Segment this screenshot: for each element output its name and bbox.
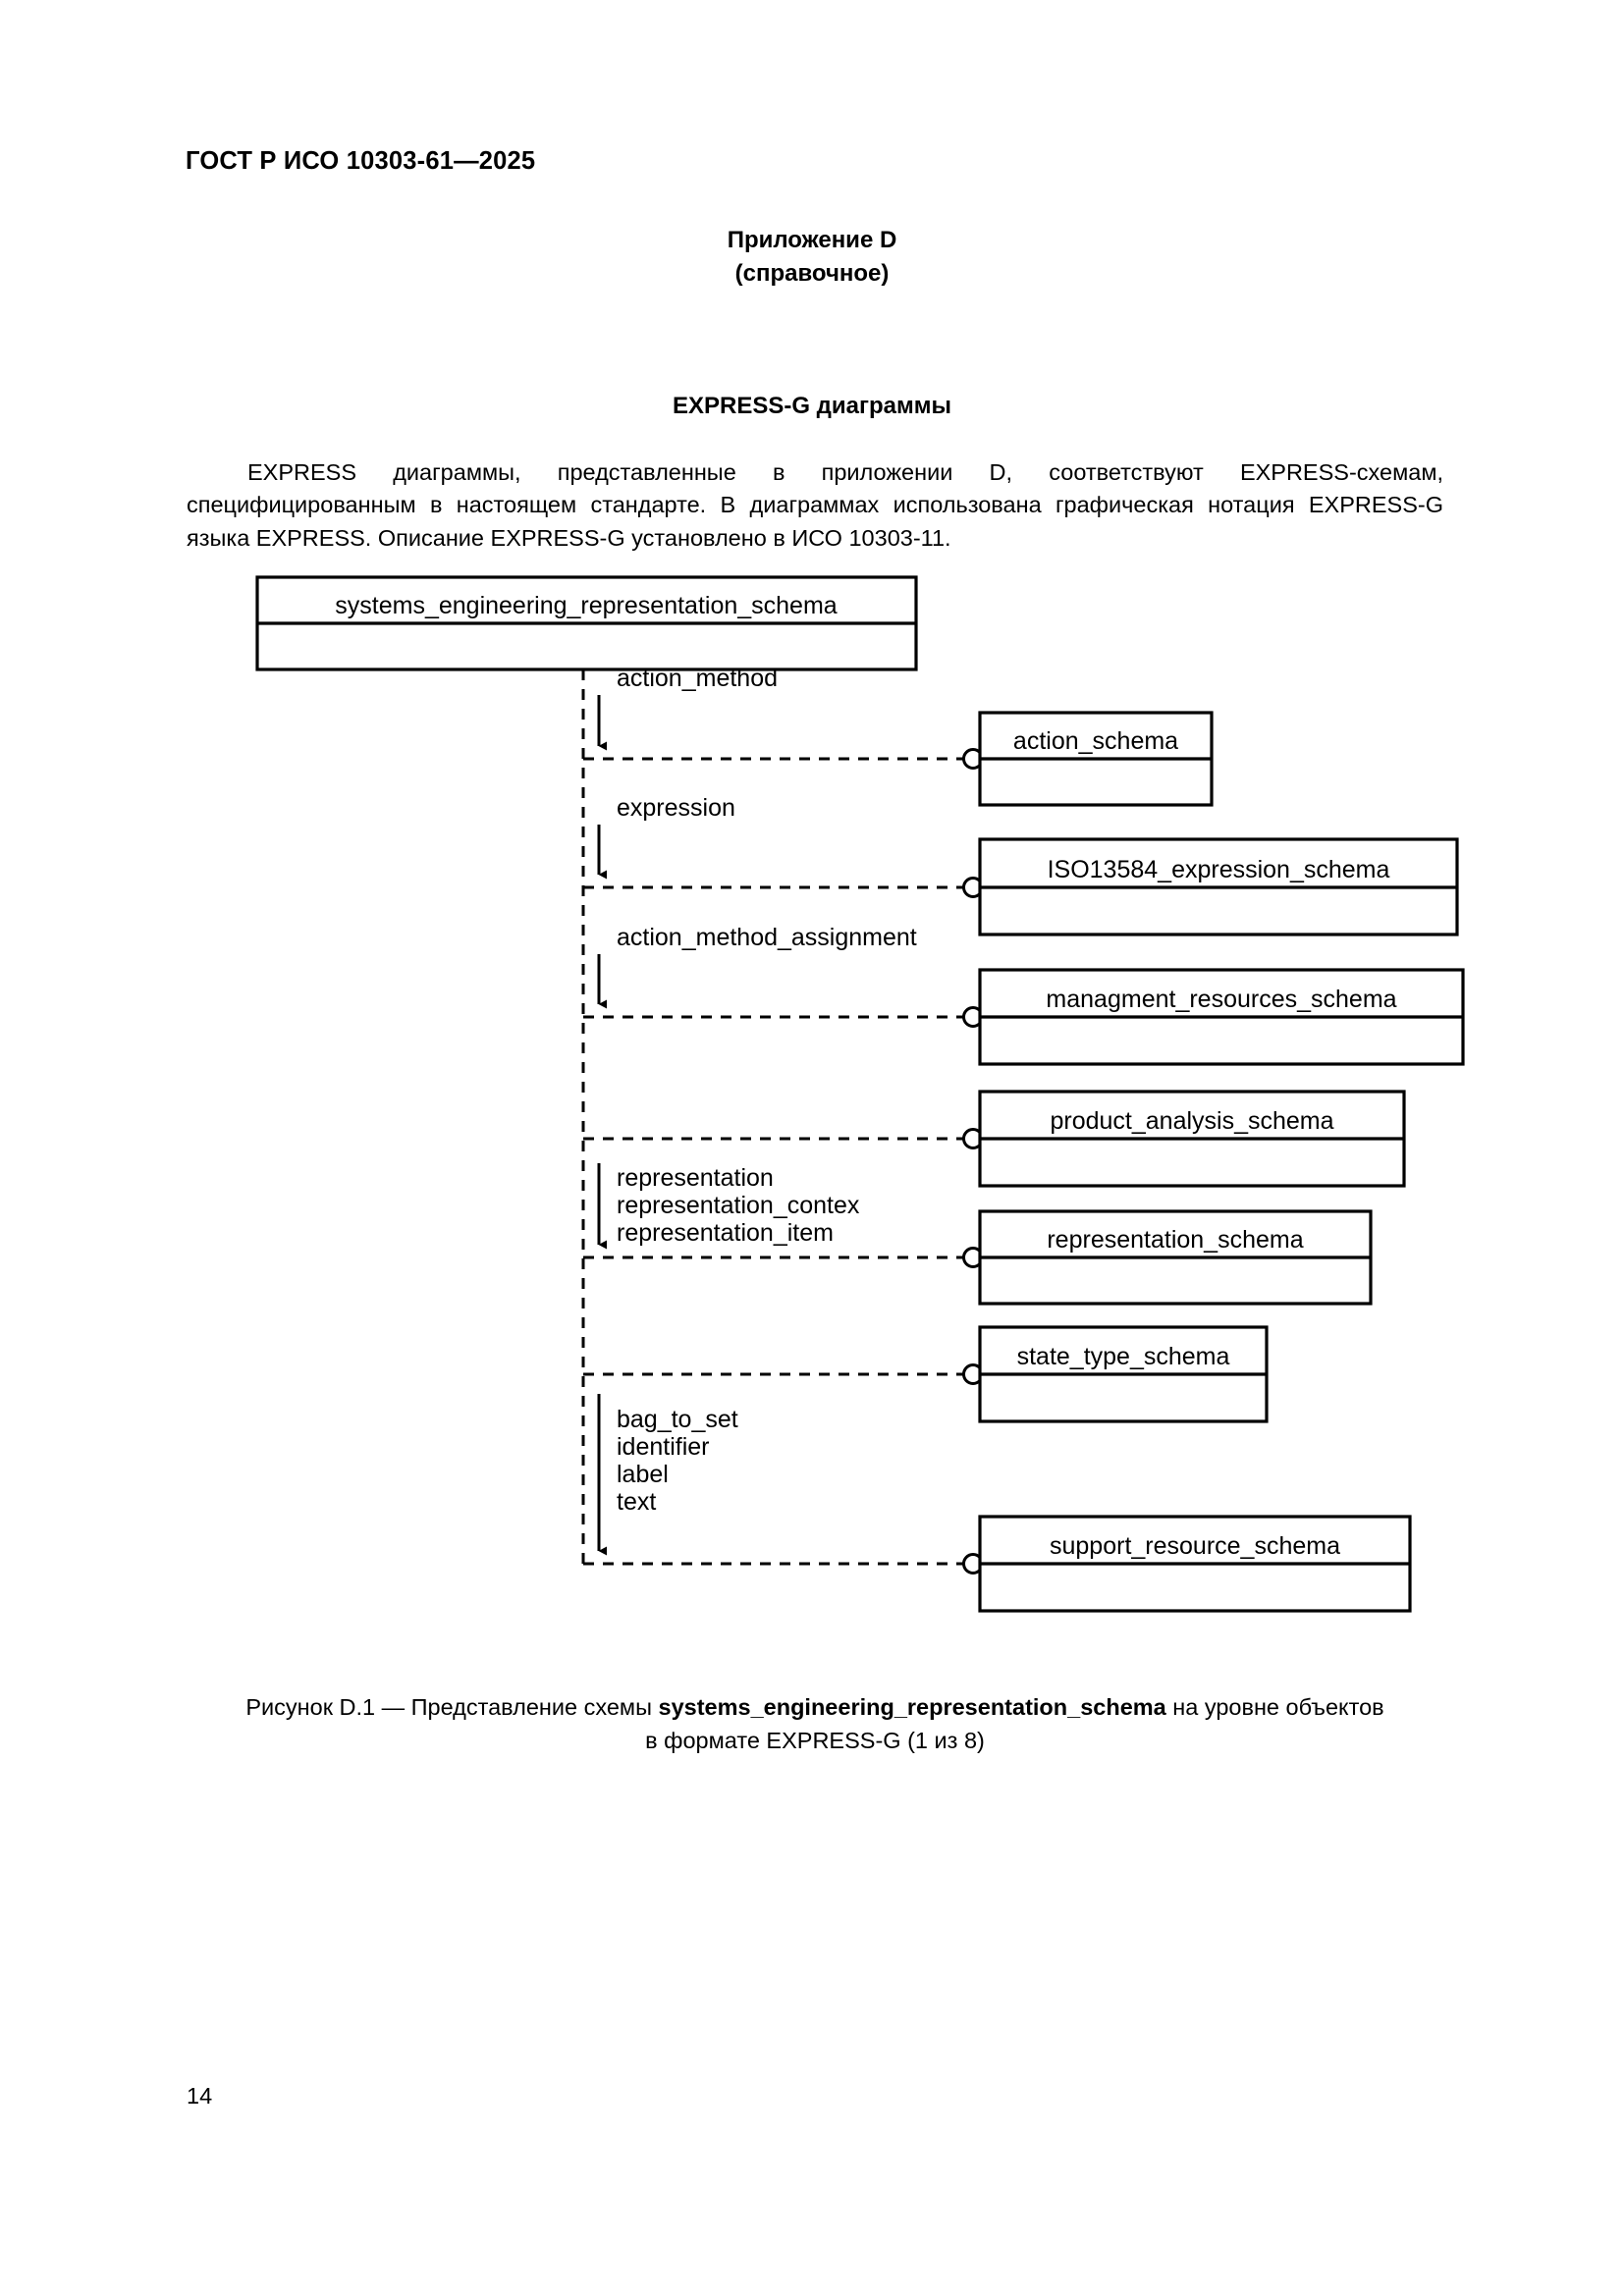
schema-box-outline [978, 711, 1214, 807]
caption-schema-name: systems_engineering_representation_schem… [658, 1694, 1166, 1720]
schema-box-label: state_type_schema [1017, 1343, 1230, 1370]
attribute-label: label [617, 1461, 669, 1488]
reference-row-managment-resources-schema: action_method_assignment managment_resou… [583, 924, 1465, 1066]
annex-subtitle: (справочное) [734, 260, 890, 288]
reference-circle-connector [962, 1553, 984, 1575]
caption-text-before: Рисунок D.1 — Представление схемы [245, 1694, 659, 1720]
attribute-label: text [617, 1488, 656, 1516]
attribute-label: bag_to_set [617, 1406, 738, 1433]
attribute-label: representation [617, 1164, 774, 1192]
figure-caption: Рисунок D.1 — Представление схемы system… [187, 1690, 1443, 1757]
caption-text-after: на уровне объектов [1165, 1694, 1384, 1720]
reference-circle-connector [962, 1247, 984, 1268]
reference-row-state-type-schema: state_type_schema [583, 1325, 1269, 1423]
attribute-label: expression [617, 794, 735, 822]
schema-box-label: product_analysis_schema [1050, 1107, 1333, 1135]
reference-row-action-schema: action_method action_schema [583, 665, 1214, 807]
schema-box-outline [978, 968, 1465, 1066]
schema-box-label: managment_resources_schema [1046, 986, 1396, 1013]
reference-row-iso13584-expression-schema: expression ISO13584_expression_schema [583, 794, 1459, 936]
reference-circle-connector [962, 1006, 984, 1028]
reference-circle-connector [962, 1363, 984, 1385]
attribute-label: action_method_assignment [617, 924, 917, 951]
schema-box-root: systems_engineering_representation_schem… [255, 575, 918, 671]
schema-box-label: representation_schema [1047, 1226, 1303, 1254]
schema-box-outline [978, 1209, 1373, 1306]
root-box-label: systems_engineering_representation_schem… [335, 592, 838, 619]
schema-box-label: support_resource_schema [1050, 1532, 1340, 1560]
reference-row-support-resource-schema: bag_to_set identifier label text support… [583, 1394, 1412, 1613]
attribute-label: identifier [617, 1433, 710, 1461]
running-head: ГОСТ Р ИСО 10303-61—2025 [186, 147, 536, 175]
reference-row-representation-schema: representation representation_contex rep… [583, 1163, 1373, 1306]
schema-box-outline [978, 837, 1459, 936]
schema-box-label: ISO13584_expression_schema [1048, 856, 1390, 883]
attribute-label: representation_contex [617, 1192, 860, 1219]
annex-title: Приложение D [727, 227, 897, 253]
reference-circle-connector [962, 1128, 984, 1149]
section-title: EXPRESS-G диаграммы [672, 393, 952, 419]
caption-line-2: в формате EXPRESS-G (1 из 8) [645, 1728, 985, 1754]
section-paragraph: EXPRESS диаграммы, представленные в прил… [187, 459, 1443, 551]
reference-row-product-analysis-schema: product_analysis_schema [583, 1090, 1406, 1188]
schema-box-outline [978, 1515, 1412, 1613]
schema-box-outline [978, 1090, 1406, 1188]
attribute-label: representation_item [617, 1219, 834, 1247]
annex-heading: Приложение D (справочное) [0, 224, 1624, 291]
root-box-outline [255, 575, 918, 671]
schema-box-label: action_schema [1013, 727, 1178, 755]
attribute-label: action_method [617, 665, 778, 692]
reference-circle-connector [962, 748, 984, 770]
reference-circle-connector [962, 877, 984, 898]
page-number: 14 [187, 2083, 213, 2109]
schema-box-outline [978, 1325, 1269, 1423]
